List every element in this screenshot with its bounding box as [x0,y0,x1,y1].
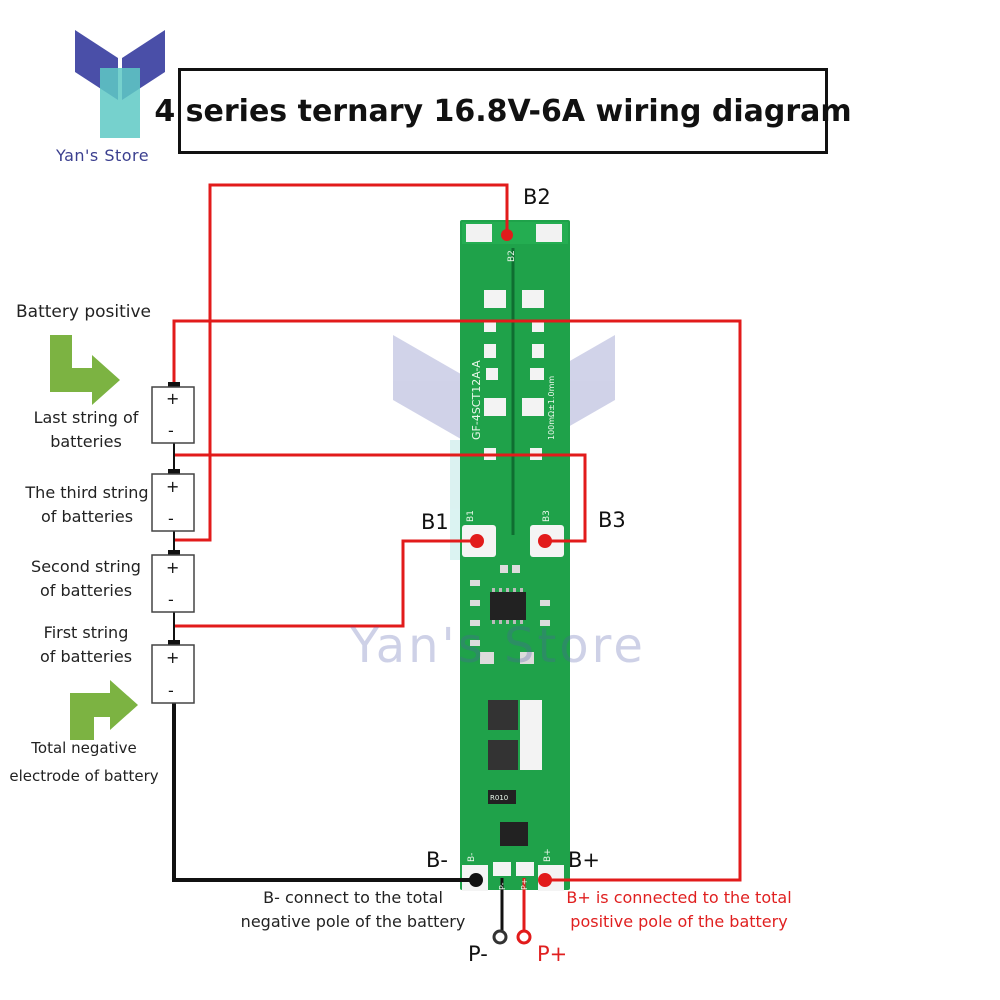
arrow-positive-icon [50,335,120,405]
pcb-p-plus-text: P+ [520,878,529,890]
wires [172,183,742,932]
battery-cells: + - + - + - + - [151,382,195,704]
shunt-resistor [488,790,516,804]
pin-label-p-plus: P+ [537,942,568,966]
pin-label-b1: B1 [421,510,449,534]
store-logo [75,30,165,138]
logo-stem [100,68,140,138]
cell-2-minus: - [168,590,174,609]
pin-label-b-plus: B+ [568,848,601,872]
pcb-b-minus-text: B- [467,853,477,862]
pad-p-minus [493,862,511,876]
pin-label-p-minus: P- [468,942,488,966]
cell-4: + - [151,382,195,444]
mosfet-1 [488,700,518,730]
pcb-p-minus-text: P- [498,882,507,890]
pad-top-left [466,224,492,242]
dot-b1 [470,534,484,548]
cell-1-minus: - [168,681,174,700]
diode [500,822,528,846]
cell-4-minus: - [168,421,174,440]
pin-label-b3: B3 [598,508,626,532]
pin-label-b2: B2 [523,185,551,209]
mosfet-2 [488,740,518,770]
pcb-body [460,220,570,890]
title-box: 4 series ternary 16.8V-6A wiring diagram [154,68,852,154]
cell-3: + - [151,469,195,532]
terminal-p-plus [516,929,532,945]
wire-b1 [175,539,477,628]
watermark-text: Yan's Store [350,618,646,674]
pcb-b1-text: B1 [466,510,476,522]
bms-board [460,220,570,891]
mosfet-pad [520,700,542,770]
wire-b3 [175,453,587,543]
mosfet-pads [484,290,544,460]
pcb-b3-text: B3 [542,510,552,522]
arrow-negative-icon [70,680,138,740]
dot-b-plus [538,873,552,887]
pad-p-plus [516,862,534,876]
ic-pins [492,588,523,624]
pcb-b-plus-text: B+ [543,848,553,862]
pad-top-right [536,224,562,242]
wire-b-plus [172,319,742,882]
store-logo-text: Yan's Store [56,146,150,165]
dot-b-minus [469,873,483,887]
cell-1: + - [151,640,195,704]
cell-4-plus: + [166,389,179,408]
pcb-current-text: 100mΩ±1.0mm [547,376,556,440]
cell-2: + - [151,550,195,613]
diagram-title: 4 series ternary 16.8V-6A wiring diagram [154,93,852,129]
terminal-p-minus [492,929,508,945]
label-battery-positive: Battery positive [16,302,152,322]
pcb-resistor-text: R010 [490,794,508,802]
dot-b2 [501,229,513,241]
cell-3-minus: - [168,509,174,528]
cell-2-plus: + [166,558,179,577]
cell-1-plus: + [166,648,179,667]
pcb-model-text: GF-4SCT12A-A [470,360,483,440]
wire-b2 [175,183,509,542]
small-components [470,565,550,664]
control-ic [490,592,526,620]
cell-3-plus: + [166,477,179,496]
wire-b-minus [172,700,476,882]
dot-b3 [538,534,552,548]
pcb-b2-text: B2 [507,250,517,262]
pin-label-b-minus: B- [426,848,448,872]
